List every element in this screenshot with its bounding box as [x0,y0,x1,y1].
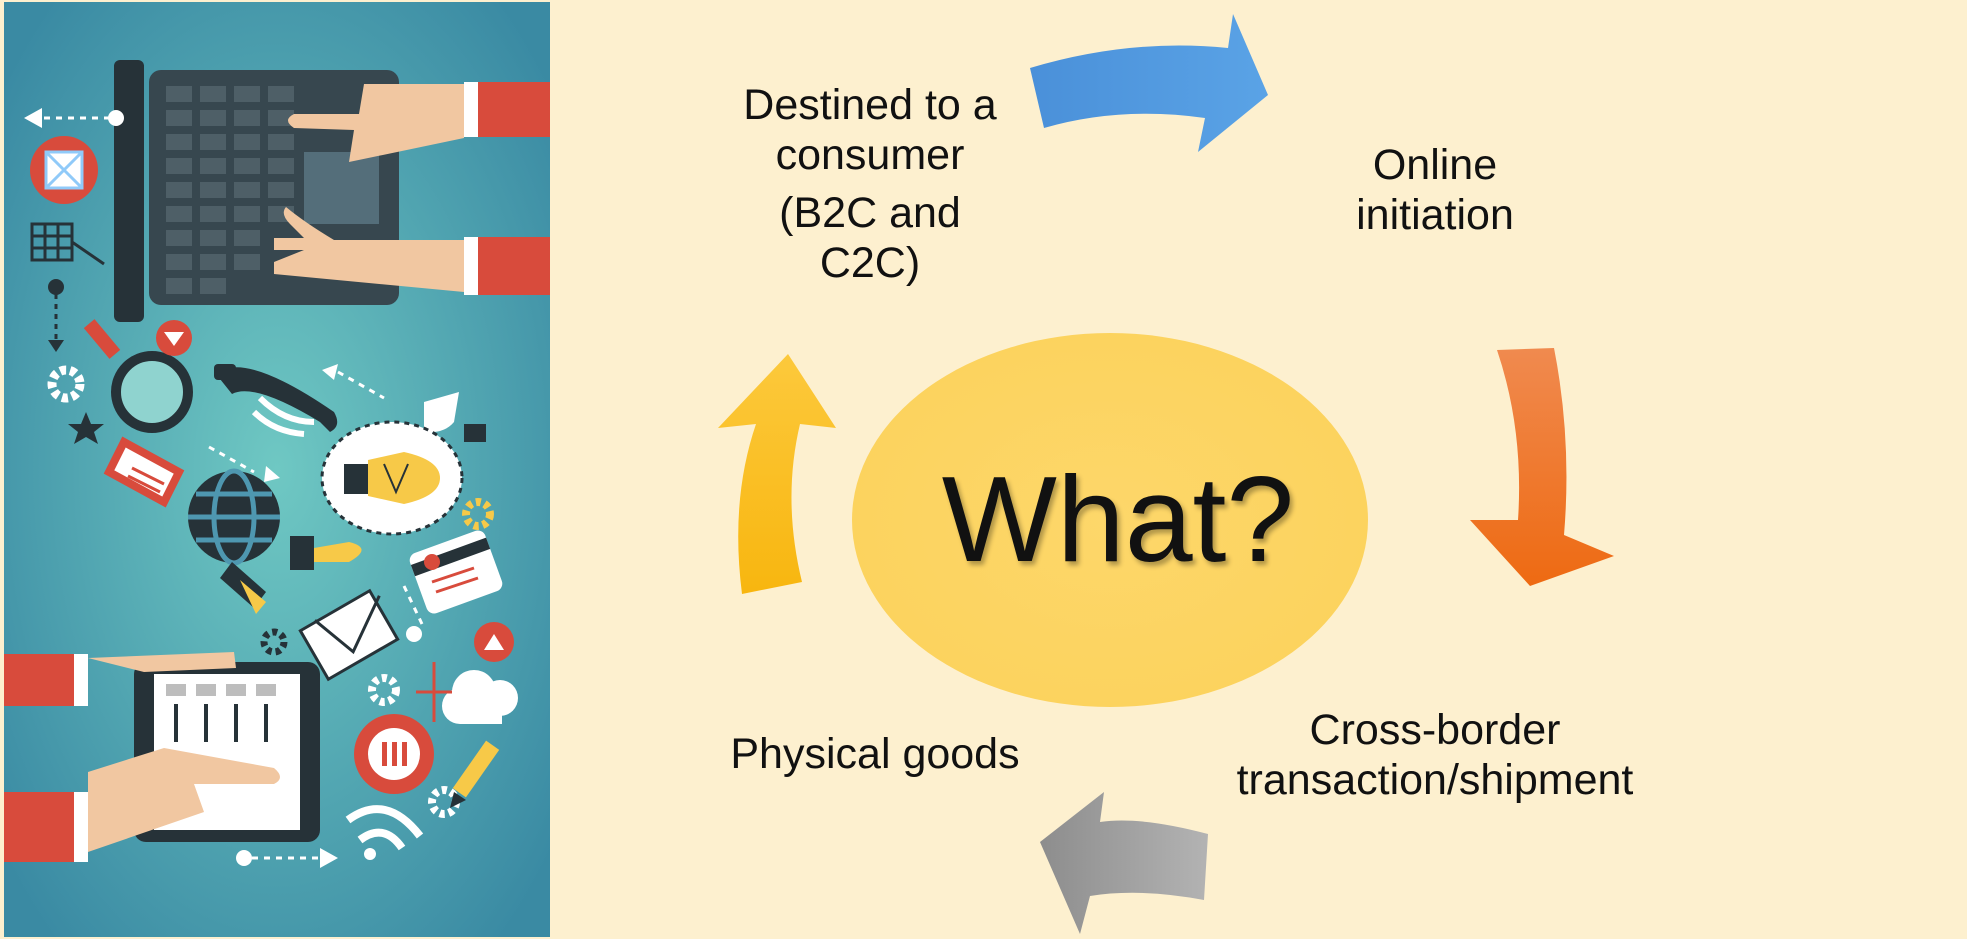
step-cross-border: Cross-border transaction/shipment [1190,705,1680,805]
magnifier-icon [83,319,193,433]
arrow-orange [1470,348,1614,586]
grid-icon [30,222,105,266]
star-icon [68,412,104,444]
step-online-initiation: Online initiation [1300,140,1570,240]
step-2-line-2: initiation [1356,191,1514,239]
center-ellipse [852,333,1368,707]
step-destined-to-consumer: Destined to a consumer (B2C and C2C) [700,80,1040,288]
hand-icon [274,82,550,295]
step-1-line-2: consumer [775,131,965,179]
cloud-icon [416,662,518,724]
step-4-line-1: Physical goods [730,730,1020,778]
wifi-icon [345,805,424,860]
step-physical-goods: Physical goods [690,729,1060,779]
step-1-line-3: (B2C and [779,189,961,237]
center-question: What? [941,451,1295,587]
step-2-line-1: Online [1372,141,1498,189]
gear-icon [47,365,494,818]
arrow-blue [1030,14,1268,152]
step-1-line-1: Destined to a [743,81,997,129]
globe-icon [188,468,280,566]
credit-card-icon [409,530,503,614]
lightbulb-icon [320,420,464,536]
step-3-line-2: transaction/shipment [1236,756,1634,804]
step-3-line-1: Cross-border [1309,706,1561,754]
step-1-line-4: C2C) [819,239,921,287]
ecommerce-illustration [4,2,550,937]
mail-icon [30,136,98,204]
tablet-icon [4,652,320,862]
price-tag-icon [103,436,185,508]
arrow-yellow [718,354,836,594]
speech-bubble-icon [354,714,434,794]
telephone-icon [214,364,338,437]
pencil-icon [450,740,500,808]
arrow-gray [1040,792,1208,934]
envelope-icon [298,588,400,682]
